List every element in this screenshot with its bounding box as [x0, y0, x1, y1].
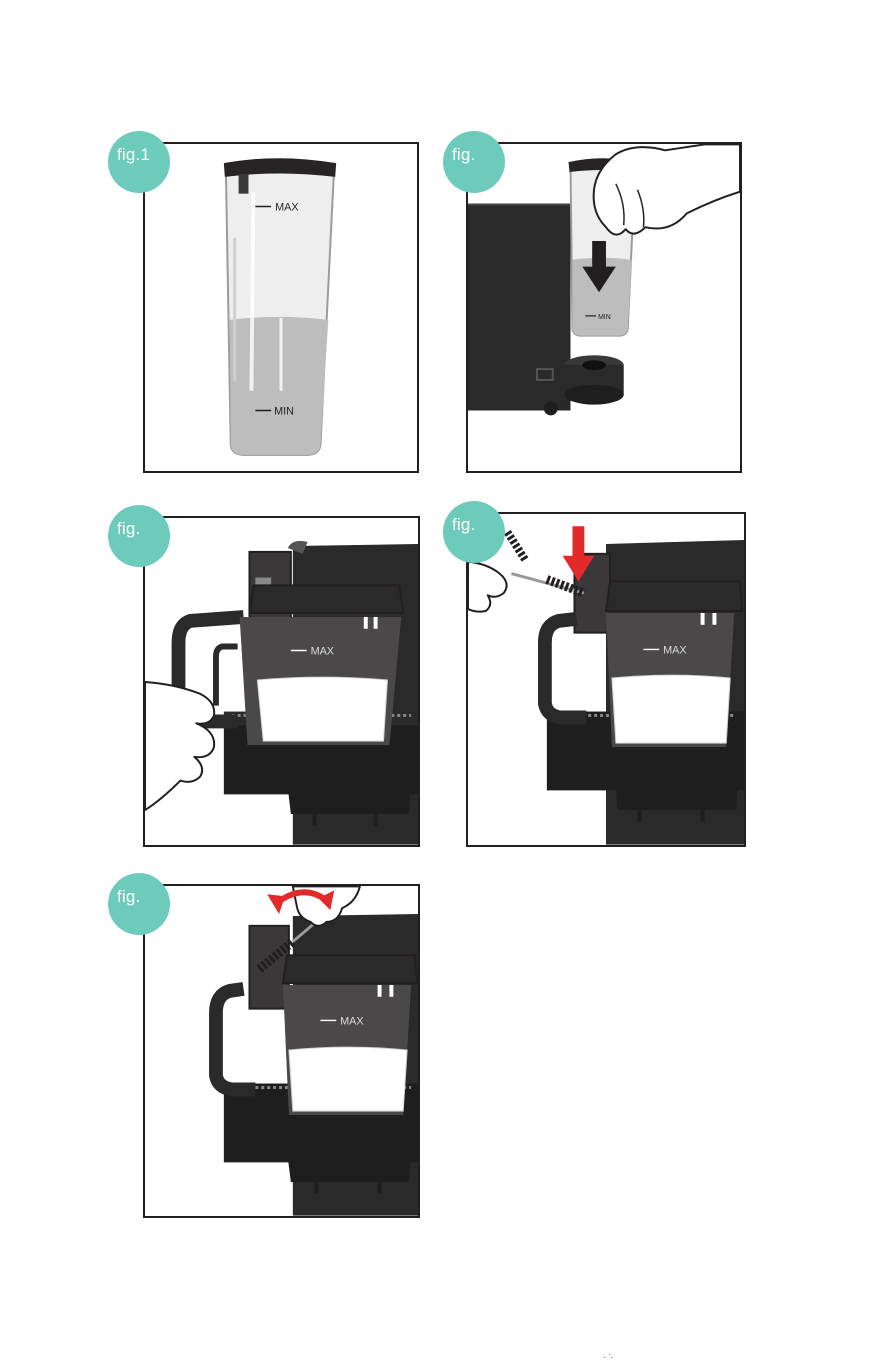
figure-1-badge: fig.1 [108, 131, 170, 193]
figure-3-badge: fig. [108, 505, 170, 567]
figure-5-panel: MAX [143, 884, 420, 1218]
figure-1-label: fig.1 [117, 145, 150, 164]
figure-4-label: fig. [452, 515, 475, 534]
figure-5-label: fig. [117, 887, 140, 906]
figure-3-panel: MAX [143, 516, 420, 847]
figure-4-panel: MAX [466, 512, 746, 847]
max-label: MAX [275, 201, 298, 213]
min-label: MIN [274, 405, 294, 417]
tank-insertion-illustration: MIN [468, 144, 740, 471]
figure-3-label: fig. [117, 519, 140, 538]
max-label: MAX [311, 645, 334, 657]
water-tank-illustration: MAX MIN [145, 144, 417, 471]
figure-1-panel: MAX MIN [143, 142, 419, 473]
figure-4-badge: fig. [443, 501, 505, 563]
spout-cleaning-illustration: MAX [468, 514, 744, 845]
max-label: MAX [663, 644, 686, 656]
max-label: MAX [340, 1015, 363, 1027]
milk-jug-illustration: MAX [145, 518, 418, 845]
min-label: MIN [598, 314, 611, 321]
figure-2-badge: fig. [443, 131, 505, 193]
figure-2-panel: MIN [466, 142, 742, 473]
figure-2-label: fig. [452, 145, 475, 164]
figure-5-badge: fig. [108, 873, 170, 935]
brush-rotation-illustration: MAX [145, 886, 418, 1216]
